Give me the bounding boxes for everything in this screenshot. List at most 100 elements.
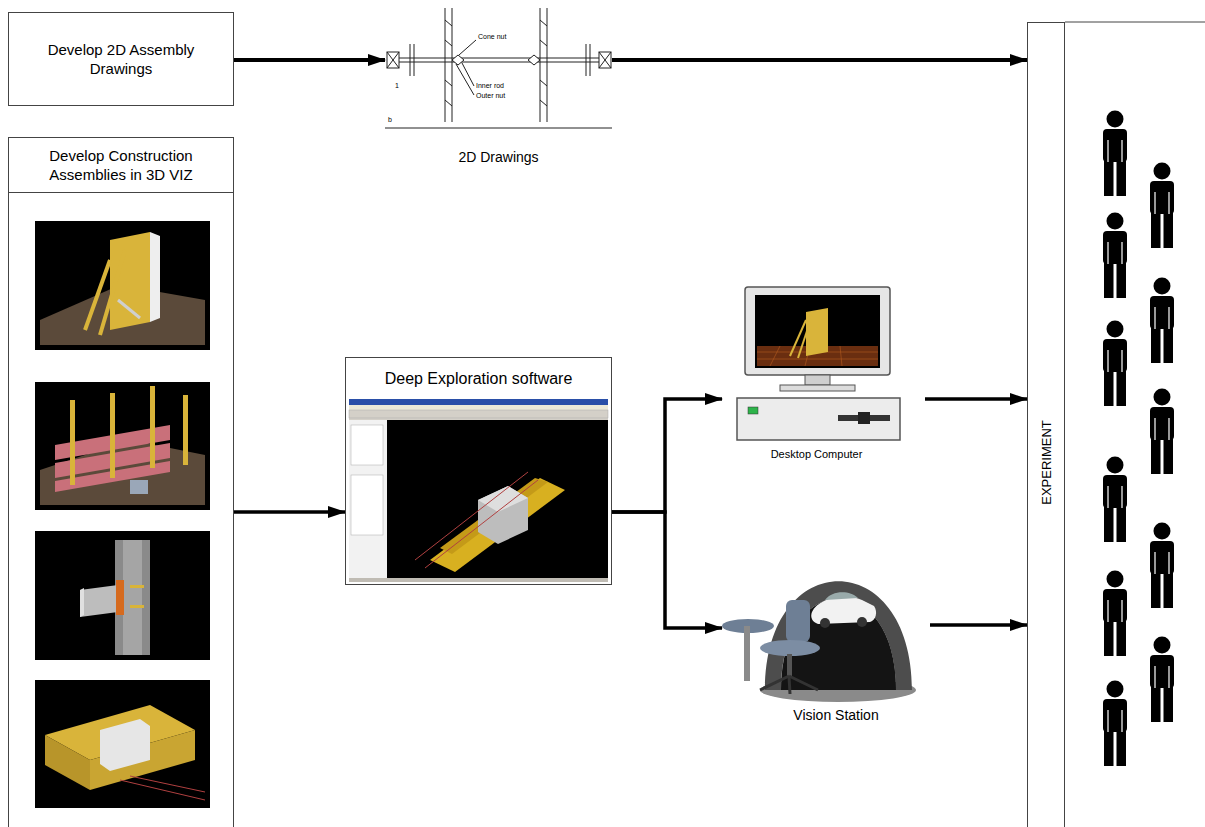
- desktop-computer: [757, 359, 878, 360]
- tie-drawing: [385, 128, 612, 129]
- node-label: Deep Exploration software: [346, 358, 611, 399]
- person-figure: [1164, 570, 1174, 608]
- person-figure: [1107, 571, 1124, 588]
- steel-connection-render: [35, 531, 210, 660]
- desktop-computer: [737, 287, 900, 440]
- tie-drawing: [462, 63, 474, 86]
- software-screenshot: [349, 399, 608, 405]
- tie-drawing: [445, 80, 452, 86]
- node-label: Develop Construction Assemblies in 3D VI…: [9, 138, 233, 193]
- person-figure: [1121, 350, 1122, 372]
- person-figure: [1150, 407, 1174, 440]
- wall-render: [110, 393, 115, 478]
- person-figure: [1103, 571, 1127, 657]
- flow-arrow: [612, 512, 722, 628]
- person-figure: [1168, 192, 1169, 214]
- person-figure: [1121, 140, 1122, 162]
- vision-station: [760, 640, 820, 656]
- vision-station: [787, 654, 792, 676]
- person-figure: [1107, 600, 1108, 622]
- person-figure: [1150, 655, 1174, 688]
- desktop-computer: [745, 287, 890, 375]
- panel-outline: [1065, 22, 1205, 23]
- desktop-computer: [748, 407, 758, 414]
- person-figure: [1103, 457, 1127, 543]
- part-label: Inner rod: [475, 82, 505, 90]
- person-figure: [1103, 681, 1127, 767]
- person-figure: [1103, 129, 1127, 162]
- person-figure: [1107, 710, 1108, 732]
- wall-render: [130, 480, 148, 494]
- vision-station: [825, 592, 858, 600]
- software-screenshot: [387, 420, 608, 578]
- flow-arrow: [234, 58, 385, 62]
- desktop-computer: [805, 375, 830, 385]
- software-screenshot: [349, 399, 608, 582]
- column-form-render: [100, 719, 150, 771]
- person-figure: [1168, 418, 1169, 440]
- node-label: Vision Station: [790, 707, 881, 724]
- person-figure: [1107, 350, 1108, 372]
- tie-drawing: [445, 100, 452, 106]
- person-figure: [1168, 666, 1169, 688]
- person-figure: [1150, 296, 1174, 329]
- software-screenshot: [478, 486, 528, 544]
- tie-drawing: [414, 44, 415, 76]
- person-figure: [1154, 192, 1155, 214]
- person-figure: [1107, 242, 1108, 264]
- person-figure: [1121, 600, 1122, 622]
- tie-drawing: [586, 44, 587, 76]
- flow-arrow: [612, 399, 722, 512]
- tie-drawing: [540, 20, 547, 26]
- tie-drawing: [590, 44, 591, 76]
- person-figure: [1150, 541, 1174, 574]
- software-screenshot: [349, 399, 608, 582]
- process-box: Develop 2D Assembly Drawings: [8, 12, 234, 106]
- formwork-render: [35, 221, 210, 350]
- person-figure: [1164, 436, 1174, 474]
- software-screenshot: [351, 475, 383, 535]
- person-figure: [1121, 710, 1122, 732]
- person-figure: [1154, 307, 1155, 329]
- person-figure: [1107, 321, 1124, 338]
- tie-drawing: [385, 8, 612, 128]
- person-figure: [1151, 570, 1161, 608]
- vision-station: [765, 581, 912, 690]
- steel-connection-render: [115, 540, 150, 655]
- node-label: EXPERIMENT: [1039, 420, 1054, 505]
- panel-box: Develop Construction Assemblies in 3D VI…: [8, 137, 234, 827]
- tie-drawing: [387, 52, 399, 68]
- vision-station: [789, 676, 818, 690]
- person-figure: [1104, 158, 1114, 196]
- tie-drawing: [387, 52, 399, 68]
- person-figure: [1168, 307, 1169, 329]
- person-figure: [1107, 457, 1124, 474]
- person-figure: [1107, 486, 1108, 508]
- tie-drawing: [540, 8, 541, 122]
- flow-arrow: [234, 510, 345, 514]
- formwork-render: [118, 300, 140, 318]
- formwork-render: [100, 250, 125, 335]
- flow-arrow: [612, 58, 1027, 62]
- person-figure: [1104, 504, 1114, 542]
- tie-drawing: [387, 52, 399, 68]
- desktop-computer: [755, 295, 880, 368]
- steel-connection-render: [130, 585, 144, 588]
- tie-drawing: [540, 40, 547, 46]
- node-label: Develop 2D Assembly Drawings: [21, 40, 221, 78]
- person-figure: [1103, 231, 1127, 264]
- panel-outline: [1065, 22, 1205, 23]
- person-figure: [1117, 504, 1127, 542]
- person-figure: [1150, 637, 1174, 723]
- desktop-computer: [780, 385, 855, 391]
- tie-drawing: [399, 62, 599, 63]
- node-label: 2D Drawings: [455, 149, 541, 166]
- person-figure: [1154, 552, 1155, 574]
- part-label: 1: [394, 82, 400, 90]
- wall-render: [70, 400, 75, 485]
- person-figure: [1154, 418, 1155, 440]
- vision-station: [857, 617, 867, 627]
